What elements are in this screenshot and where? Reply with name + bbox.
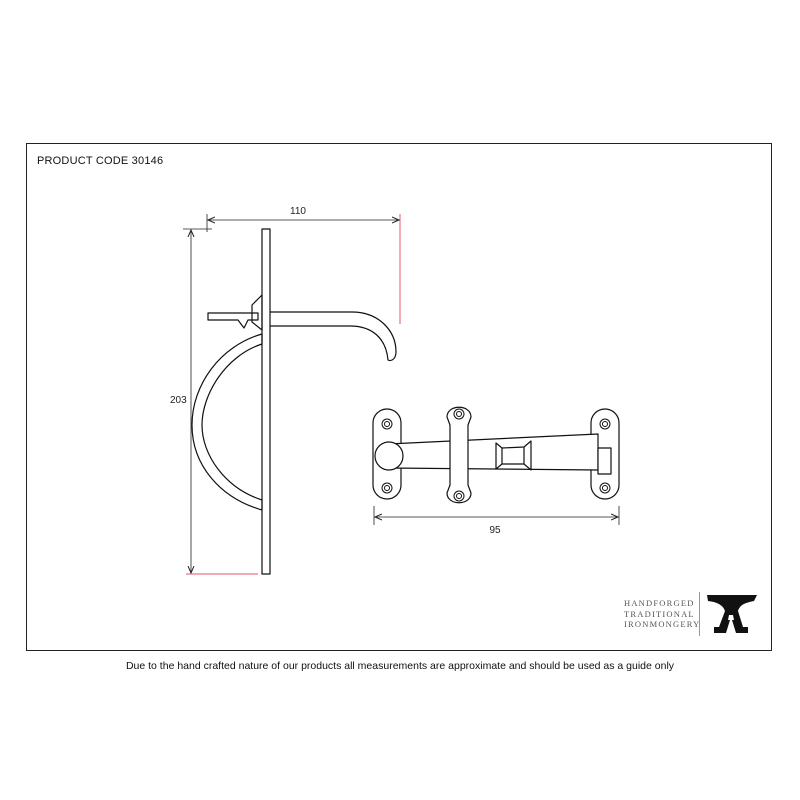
dimension-203-label: 203: [170, 395, 187, 406]
dimension-203: 203: [170, 228, 258, 575]
brand-line: IRONMONGERY: [624, 619, 701, 629]
dimension-110: 110: [206, 206, 401, 324]
handle-spindle-boss: [251, 294, 263, 331]
brand-line: HANDFORGED: [624, 598, 695, 608]
latch-bar: [387, 433, 599, 471]
dimension-95-label: 95: [489, 525, 501, 536]
latch-keeper: [597, 447, 612, 475]
handle-lever-arm: [270, 311, 397, 362]
latch-collar: [495, 440, 532, 471]
drawing-frame: [26, 143, 772, 651]
brand-text: HANDFORGED TRADITIONAL IRONMONGERY: [624, 598, 700, 630]
latch-screw-holes: [381, 408, 611, 502]
handle-grip: [191, 333, 263, 511]
brand-line: TRADITIONAL: [624, 608, 695, 619]
disclaimer-text: Due to the hand crafted nature of our pr…: [125, 660, 675, 672]
latch-pivot-boss: [374, 441, 404, 471]
dimension-95: 95: [373, 506, 620, 536]
brand-divider: [699, 592, 700, 636]
dimension-110-label: 110: [290, 206, 306, 217]
latch-front-view: [372, 406, 620, 504]
anvil-logo-icon: [707, 595, 757, 633]
latch-guide: [446, 406, 472, 504]
handle-spindle: [207, 312, 259, 329]
handle-back-plate: [261, 228, 271, 575]
product-code-label: PRODUCT CODE 30146: [37, 155, 164, 167]
handle-side-view: [191, 228, 397, 575]
